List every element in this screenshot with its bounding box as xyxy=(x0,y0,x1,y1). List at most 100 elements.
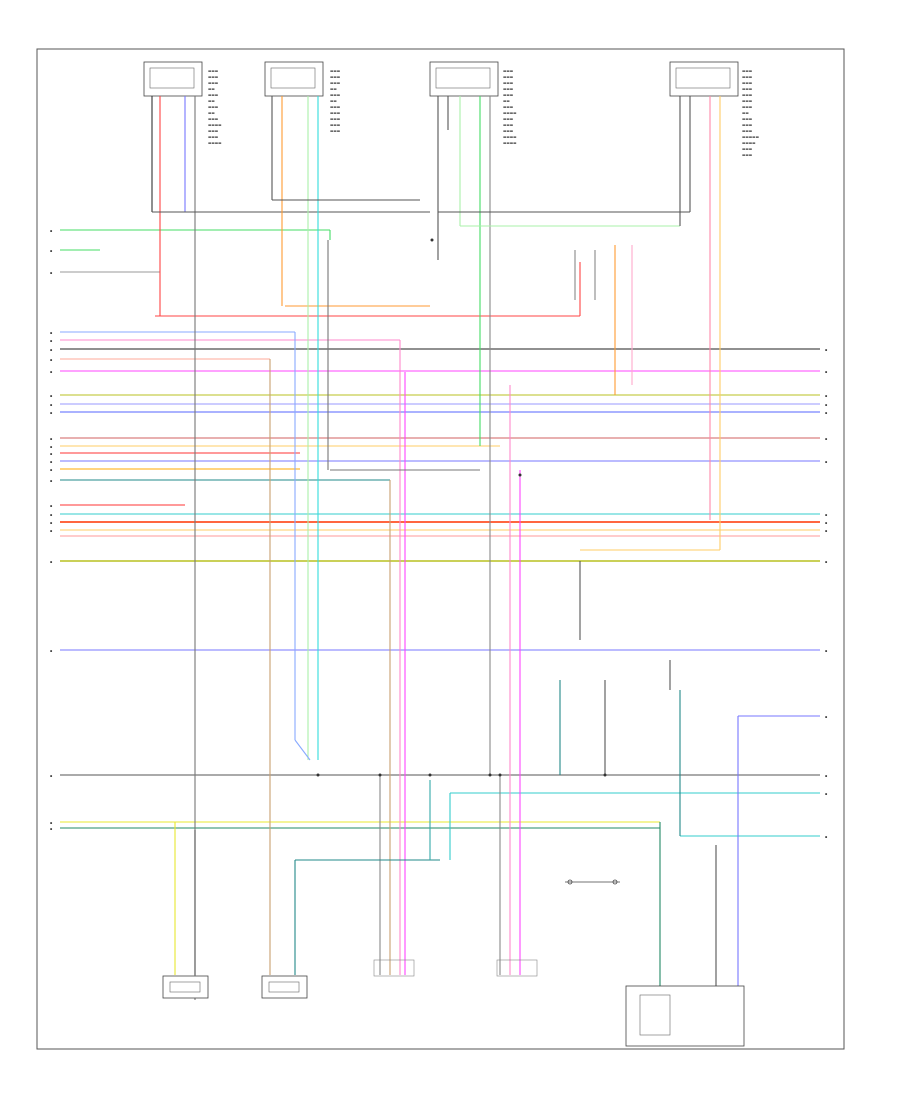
svg-text:▬▬▬▬: ▬▬▬▬ xyxy=(503,135,517,139)
svg-text:▪: ▪ xyxy=(50,339,53,343)
svg-text:▬▬▬: ▬▬▬ xyxy=(742,153,753,157)
svg-text:▪: ▪ xyxy=(825,370,828,374)
svg-text:▪: ▪ xyxy=(825,460,828,464)
svg-text:▪: ▪ xyxy=(825,403,828,407)
svg-text:▬▬▬: ▬▬▬ xyxy=(330,93,341,97)
svg-text:▬▬: ▬▬ xyxy=(208,87,215,91)
svg-text:▬▬▬: ▬▬▬ xyxy=(503,93,514,97)
svg-text:▬▬: ▬▬ xyxy=(503,99,510,103)
svg-text:▬▬▬: ▬▬▬ xyxy=(742,81,753,85)
svg-text:▬▬▬▬: ▬▬▬▬ xyxy=(503,111,517,115)
svg-text:▬▬▬: ▬▬▬ xyxy=(330,75,341,79)
svg-text:▪: ▪ xyxy=(50,229,53,233)
svg-text:▪: ▪ xyxy=(50,560,53,564)
top-sensor-4: ▬▬▬▬▬▬▬▬▬▬▬▬▬▬▬▬▬▬▬▬▬▬▬▬▬▬▬▬▬▬▬▬▬▬▬▬▬▬▬▬… xyxy=(669,61,760,157)
left-pin-labels: ▪ ▪ ▪ ▪ ▪ ▪ ▪ ▪ ▪ ▪ ▪ ▪ ▪ ▪ ▪ ▪ ▪ ▪ ▪ ▪ ▪ ▪ ▪ ▪ ▪ ▪ xyxy=(50,229,53,831)
svg-text:▪: ▪ xyxy=(50,411,53,415)
svg-text:▬▬▬: ▬▬▬ xyxy=(330,123,341,127)
svg-text:▬▬: ▬▬ xyxy=(208,111,215,115)
svg-text:▪: ▪ xyxy=(50,394,53,398)
svg-text:▬▬▬: ▬▬▬ xyxy=(742,69,753,73)
svg-text:▬▬▬: ▬▬▬ xyxy=(503,129,514,133)
svg-text:▪: ▪ xyxy=(50,271,53,275)
svg-text:▬▬▬: ▬▬▬ xyxy=(208,117,219,121)
svg-text:▬▬▬: ▬▬▬ xyxy=(208,75,219,79)
horizontal-wires xyxy=(60,229,820,837)
vertical-wires xyxy=(151,96,739,1000)
svg-text:▪: ▪ xyxy=(50,437,53,441)
svg-text:▬▬▬: ▬▬▬ xyxy=(330,117,341,121)
svg-text:▬▬▬: ▬▬▬ xyxy=(330,129,341,133)
svg-text:▪: ▪ xyxy=(50,331,53,335)
svg-text:▬▬▬▬: ▬▬▬▬ xyxy=(742,141,756,145)
svg-text:▪: ▪ xyxy=(50,452,53,456)
svg-text:▪: ▪ xyxy=(50,827,53,831)
svg-text:▬▬▬: ▬▬▬ xyxy=(503,123,514,127)
svg-text:▬▬▬: ▬▬▬ xyxy=(742,117,753,121)
svg-text:▬▬▬: ▬▬▬ xyxy=(330,105,341,109)
top-sensor-2: ▬▬▬▬▬▬▬▬▬▬▬▬▬▬▬▬▬▬▬▬▬▬▬▬▬▬▬▬▬▬▬ xyxy=(264,61,341,133)
svg-text:▪: ▪ xyxy=(825,792,828,796)
svg-text:▪: ▪ xyxy=(50,774,53,778)
svg-text:▪: ▪ xyxy=(825,649,828,653)
svg-text:▪: ▪ xyxy=(50,513,53,517)
svg-text:▬▬▬: ▬▬▬ xyxy=(503,87,514,91)
svg-text:▬▬▬: ▬▬▬ xyxy=(742,123,753,127)
svg-text:▬▬▬: ▬▬▬ xyxy=(503,75,514,79)
svg-text:▪: ▪ xyxy=(825,411,828,415)
svg-text:▪: ▪ xyxy=(50,649,53,653)
svg-text:▪: ▪ xyxy=(825,835,828,839)
svg-text:▪: ▪ xyxy=(825,348,828,352)
svg-text:▬▬▬: ▬▬▬ xyxy=(742,99,753,103)
svg-text:▬▬▬: ▬▬▬ xyxy=(208,93,219,97)
svg-text:▬▬▬: ▬▬▬ xyxy=(208,105,219,109)
bottom-component-5 xyxy=(625,985,745,1047)
svg-text:▪: ▪ xyxy=(825,394,828,398)
svg-text:▪: ▪ xyxy=(50,521,53,525)
svg-text:▬▬▬: ▬▬▬ xyxy=(742,147,753,151)
svg-text:▬▬▬: ▬▬▬ xyxy=(742,87,753,91)
svg-text:▬▬▬: ▬▬▬ xyxy=(742,93,753,97)
svg-text:▬▬▬: ▬▬▬ xyxy=(208,135,219,139)
svg-text:▬▬▬: ▬▬▬ xyxy=(742,75,753,79)
svg-text:▬▬▬: ▬▬▬ xyxy=(503,105,514,109)
svg-text:▬▬: ▬▬ xyxy=(330,87,337,91)
svg-text:▪: ▪ xyxy=(825,529,828,533)
svg-text:▪: ▪ xyxy=(50,479,53,483)
svg-text:▬▬▬: ▬▬▬ xyxy=(503,81,514,85)
svg-text:▪: ▪ xyxy=(50,821,53,825)
svg-text:▪: ▪ xyxy=(50,445,53,449)
svg-text:▪: ▪ xyxy=(50,529,53,533)
top-sensor-3: ▬▬▬▬▬▬▬▬▬▬▬▬▬▬▬▬▬▬▬▬▬▬▬▬▬▬▬▬▬▬▬▬▬▬▬▬▬▬▬▬… xyxy=(429,61,517,145)
svg-text:▬▬: ▬▬ xyxy=(742,111,749,115)
diagram-frame xyxy=(36,48,845,1050)
svg-text:▪: ▪ xyxy=(50,358,53,362)
svg-text:▬▬▬: ▬▬▬ xyxy=(503,69,514,73)
svg-text:▪: ▪ xyxy=(50,504,53,508)
svg-text:▪: ▪ xyxy=(825,774,828,778)
svg-text:▬▬▬▬: ▬▬▬▬ xyxy=(503,141,517,145)
svg-text:▬▬▬▬: ▬▬▬▬ xyxy=(208,141,222,145)
svg-text:▪: ▪ xyxy=(825,437,828,441)
svg-text:▪: ▪ xyxy=(50,403,53,407)
bottom-component-4 xyxy=(496,959,538,977)
svg-text:▪: ▪ xyxy=(825,560,828,564)
svg-text:▬▬▬: ▬▬▬ xyxy=(330,81,341,85)
right-pin-labels: ▪ ▪ ▪ ▪ ▪ ▪ ▪ ▪ ▪ ▪ ▪ ▪ ▪ ▪ ▪ ▪ xyxy=(825,348,828,839)
svg-text:▪: ▪ xyxy=(50,348,53,352)
svg-text:▬▬▬: ▬▬▬ xyxy=(208,69,219,73)
svg-text:▪: ▪ xyxy=(50,460,53,464)
svg-text:▪: ▪ xyxy=(50,249,53,253)
svg-text:▬▬▬: ▬▬▬ xyxy=(330,69,341,73)
svg-text:▬▬▬: ▬▬▬ xyxy=(330,111,341,115)
svg-text:▪: ▪ xyxy=(825,513,828,517)
svg-text:▪: ▪ xyxy=(50,370,53,374)
svg-text:▪: ▪ xyxy=(825,521,828,525)
svg-text:▪: ▪ xyxy=(50,468,53,472)
switch-symbol xyxy=(565,879,620,885)
svg-text:▪: ▪ xyxy=(825,715,828,719)
junction-dots xyxy=(316,238,607,777)
bottom-component-2 xyxy=(261,975,308,999)
svg-text:▬▬▬▬: ▬▬▬▬ xyxy=(208,123,222,127)
